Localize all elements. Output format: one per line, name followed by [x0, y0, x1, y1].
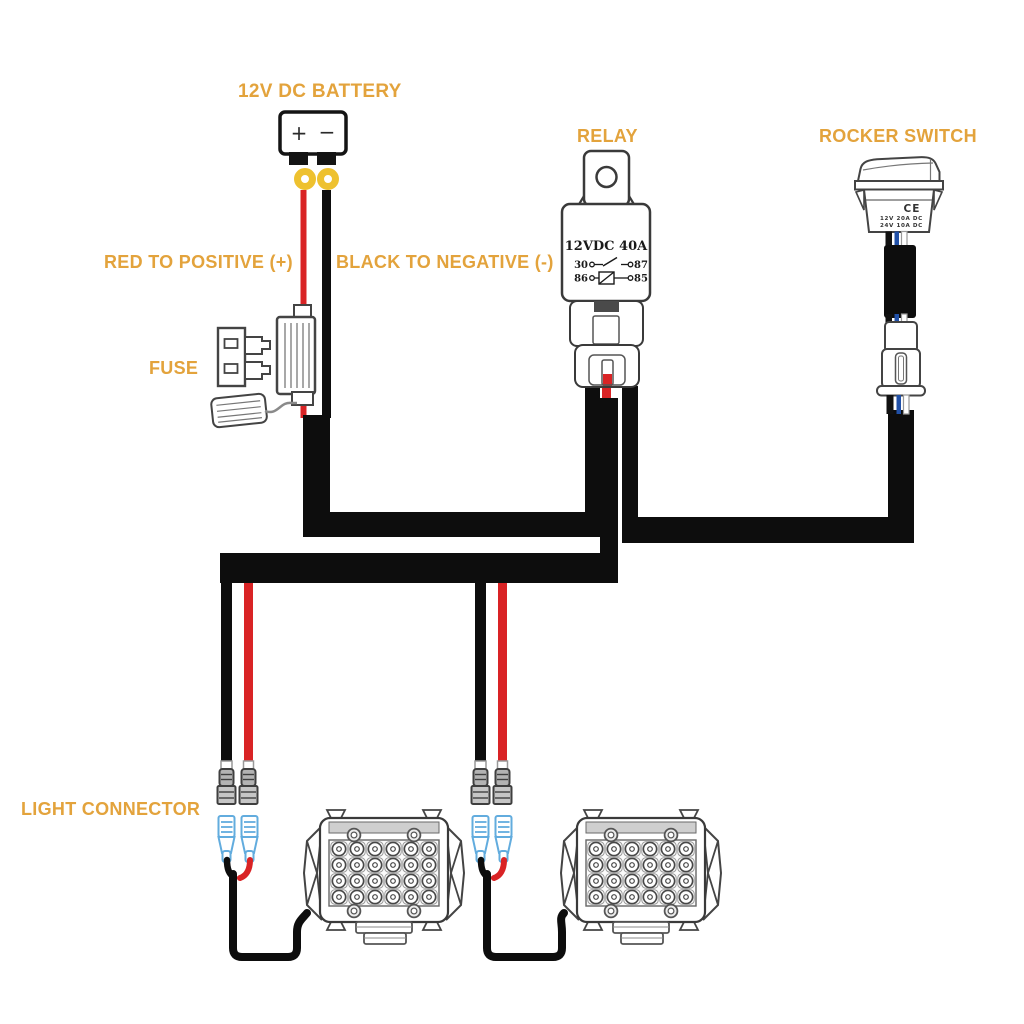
led-pod-1 — [302, 808, 466, 946]
switch-connector — [876, 321, 926, 397]
battery-positive-wire — [300, 190, 307, 310]
battery-body — [278, 110, 348, 156]
switch-rating-line1: 12V 20A DC — [880, 216, 923, 222]
relay-rating-text: 12VDC 40A — [565, 239, 648, 254]
rocker-bundle — [888, 410, 914, 543]
relay-pin-87: 87 — [634, 260, 648, 271]
switch-harness-bar — [622, 517, 912, 543]
relay-pin-86: 86 — [574, 274, 588, 285]
fuse-label: FUSE — [149, 358, 199, 378]
battery-plus-symbol: + — [291, 121, 308, 145]
relay-center-wire — [600, 398, 618, 583]
led-pod-2 — [559, 808, 723, 946]
battery-label: 12V DC BATTERY — [238, 81, 402, 102]
boot-lead-wire — [264, 401, 297, 414]
relay-pin-schematic: 30 87 86 85 — [574, 256, 648, 285]
light2-red-wire — [498, 583, 507, 763]
relay-socket — [569, 300, 644, 388]
rocker-clip-right — [933, 188, 944, 211]
battery-minus-symbol: − — [319, 120, 336, 144]
relay-center-red-tip — [602, 386, 611, 402]
light2-black-wire — [475, 583, 486, 763]
light1-black-wire — [221, 583, 232, 763]
light1-red-wire — [244, 583, 253, 763]
relay-label: RELAY — [577, 126, 638, 146]
relay-right-wire — [622, 386, 638, 543]
battery-terminal-post-left — [289, 152, 308, 165]
relay: 12VDC 40A 30 87 86 85 — [560, 149, 652, 388]
relay-left-wire — [585, 386, 600, 537]
relay-mounting-tab — [577, 149, 636, 208]
lower-harness-bar — [220, 553, 618, 583]
light-connector-set-2 — [472, 761, 512, 878]
fuse-holder-bottom-cap — [291, 391, 314, 406]
rocker-switch-label: ROCKER SWITCH — [819, 126, 977, 146]
wiring-harness — [220, 190, 914, 961]
black-wire-label: BLACK TO NEGATIVE (-) — [336, 252, 554, 272]
rocker-bezel — [854, 180, 944, 191]
battery-terminal-post-right — [317, 152, 336, 165]
battery: + − — [278, 110, 348, 190]
light-connector-set-1 — [218, 761, 258, 878]
ce-mark: CE — [904, 203, 921, 215]
rocker-switch: CE 12V 20A DC 24V 10A DC — [854, 156, 944, 415]
upper-harness-bar — [303, 512, 600, 537]
switch-rating-line2: 24V 10A DC — [880, 223, 923, 229]
light-connector-label: LIGHT CONNECTOR — [21, 799, 201, 819]
ring-terminal-positive-icon — [294, 168, 316, 190]
switch-sleeve — [884, 245, 916, 318]
light2-pigtail-wire — [483, 870, 568, 961]
fuse-assembly — [210, 304, 317, 429]
ring-terminal-negative-icon — [317, 168, 339, 190]
relay-pin-85: 85 — [634, 274, 648, 285]
fuse-boot — [210, 392, 268, 429]
red-wire-label: RED TO POSITIVE (+) — [104, 252, 293, 272]
fuse-output-red-wire — [300, 402, 307, 418]
light1-pigtail-wire — [229, 870, 311, 961]
battery-negative-wire — [322, 190, 331, 418]
relay-pin-30: 30 — [574, 260, 588, 271]
blade-fuse-icon — [216, 326, 271, 388]
rocker-clip-left — [854, 188, 865, 211]
